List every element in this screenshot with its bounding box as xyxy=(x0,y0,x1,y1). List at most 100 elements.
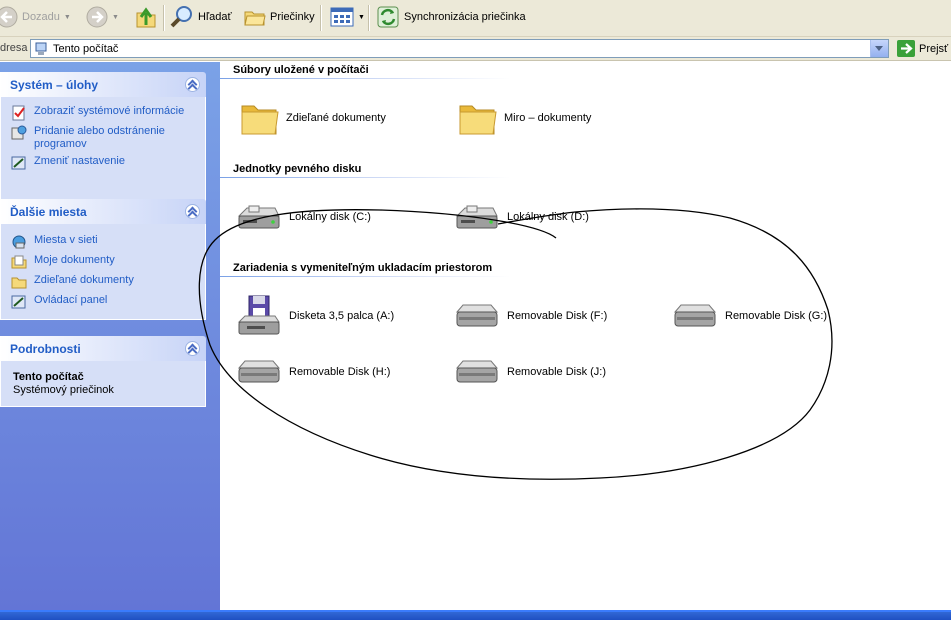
item-label: Removable Disk (G:) xyxy=(725,310,828,322)
views-button[interactable]: ▼ xyxy=(330,0,365,34)
task-label: Miesta v sieti xyxy=(34,234,98,246)
task-change-settings[interactable]: Zmeniť nastavenie xyxy=(11,155,205,171)
collapse-icon[interactable] xyxy=(185,341,200,356)
folder-icon xyxy=(11,277,27,289)
back-label: Dozadu xyxy=(22,11,60,23)
network-icon xyxy=(12,235,26,249)
drive-item[interactable]: Removable Disk (G:) xyxy=(671,302,827,330)
floppy-drive-icon xyxy=(237,295,280,335)
toolbar-separator xyxy=(163,5,165,31)
control-panel-icon xyxy=(11,295,26,309)
folder-item[interactable]: Miro – dokumenty xyxy=(458,98,591,138)
task-system-info[interactable]: Zobraziť systémové informácie xyxy=(11,105,205,121)
search-label: Hľadať xyxy=(198,11,232,23)
other-places-title: Ďalšie miesta xyxy=(10,205,87,219)
collapse-icon[interactable] xyxy=(185,204,200,219)
up-folder-icon xyxy=(136,7,156,28)
task-label: Zdieľané dokumenty xyxy=(34,274,134,286)
file-view: Súbory uložené v počítači Zdieľané dokum… xyxy=(220,62,951,610)
toolbar-separator xyxy=(320,5,322,31)
go-label: Prejsť xyxy=(919,42,949,55)
drive-item[interactable]: Removable Disk (H:) xyxy=(235,358,390,386)
chevron-down-icon[interactable]: ▼ xyxy=(358,13,365,21)
toolbar-separator xyxy=(368,5,370,31)
search-button[interactable]: Hľadať xyxy=(170,0,232,34)
system-tasks-panel: Systém – úlohy Zobraziť systémové inform… xyxy=(0,72,206,210)
group-header-removable: Zariadenia s vymeniteľným ukladacím prie… xyxy=(233,262,493,274)
chevron-down-icon[interactable]: ▼ xyxy=(112,13,119,21)
go-arrow-icon xyxy=(897,40,915,57)
other-places-header[interactable]: Ďalšie miesta xyxy=(0,199,206,224)
back-button[interactable]: Dozadu ▼ xyxy=(0,0,71,34)
my-computer-icon xyxy=(34,42,48,59)
forward-arrow-icon xyxy=(86,6,108,28)
address-dropdown-button[interactable] xyxy=(870,40,888,57)
drive-item[interactable]: Removable Disk (F:) xyxy=(453,302,607,330)
task-label: Pridanie alebo odstránenie programov xyxy=(34,125,165,150)
task-label: Zobraziť systémové informácie xyxy=(34,105,185,117)
folders-button[interactable]: Priečinky xyxy=(244,0,315,34)
other-places-panel: Ďalšie miesta Miesta v sieti Moje dokume… xyxy=(0,199,206,320)
group-divider xyxy=(220,276,510,277)
removable-disk-icon xyxy=(455,360,499,383)
details-header[interactable]: Podrobnosti xyxy=(0,336,206,361)
system-tasks-body: Zobraziť systémové informácie Pridanie a… xyxy=(0,97,206,210)
item-label: Lokálny disk (D:) xyxy=(507,211,589,223)
place-my-documents[interactable]: Moje dokumenty xyxy=(11,254,205,270)
details-item-type: Systémový priečinok xyxy=(13,384,114,396)
views-icon xyxy=(330,7,354,27)
details-panel: Podrobnosti Tento počítač Systémový prie… xyxy=(0,336,206,407)
place-network[interactable]: Miesta v sieti xyxy=(11,234,205,250)
drive-item[interactable]: Disketa 3,5 palca (A:) xyxy=(235,294,394,338)
system-tasks-header[interactable]: Systém – úlohy xyxy=(0,72,206,97)
details-body: Tento počítač Systémový priečinok xyxy=(0,361,206,407)
group-divider xyxy=(220,78,510,79)
address-input[interactable]: Tento počítač xyxy=(30,39,889,58)
toolbar: Dozadu ▼ ▼ Hľadať Priečinky xyxy=(0,0,951,37)
folder-icon xyxy=(241,105,279,135)
place-shared-documents[interactable]: Zdieľané dokumenty xyxy=(11,274,205,290)
removable-disk-icon xyxy=(455,304,499,327)
folders-icon xyxy=(244,11,266,26)
address-bar: dresa Tento počítač Prejsť xyxy=(0,37,951,61)
sync-label: Synchronizácia priečinka xyxy=(404,11,526,23)
group-header-stored-files: Súbory uložené v počítači xyxy=(233,64,369,76)
address-label: dresa xyxy=(0,42,28,54)
item-label: Zdieľané dokumenty xyxy=(286,112,386,124)
taskbar xyxy=(0,610,951,620)
chevron-down-icon[interactable]: ▼ xyxy=(63,13,71,21)
removable-disk-icon xyxy=(237,360,281,383)
go-button[interactable]: Prejsť xyxy=(897,40,948,57)
other-places-body: Miesta v sieti Moje dokumenty Zdieľané d… xyxy=(0,224,206,320)
address-value: Tento počítač xyxy=(53,43,119,55)
drive-item[interactable]: Lokálny disk (D:) xyxy=(453,202,589,232)
forward-button[interactable]: ▼ xyxy=(86,0,119,34)
item-label: Removable Disk (F:) xyxy=(507,310,608,322)
collapse-icon[interactable] xyxy=(185,77,200,92)
sync-folder-button[interactable]: Synchronizácia priečinka xyxy=(376,0,526,34)
sync-icon xyxy=(377,6,399,28)
item-label: Removable Disk (H:) xyxy=(289,366,391,378)
back-arrow-icon xyxy=(0,6,18,28)
task-label: Zmeniť nastavenie xyxy=(34,155,125,167)
add-remove-programs-icon xyxy=(11,125,27,140)
item-label: Lokálny disk (C:) xyxy=(289,211,371,223)
details-item-name: Tento počítač xyxy=(13,371,84,383)
drive-item[interactable]: Lokálny disk (C:) xyxy=(235,202,371,232)
place-control-panel[interactable]: Ovládací panel xyxy=(11,294,205,310)
search-icon xyxy=(170,6,192,28)
item-label: Disketa 3,5 palca (A:) xyxy=(289,310,395,322)
up-folder-button[interactable] xyxy=(135,0,157,34)
documents-icon xyxy=(11,255,27,269)
task-add-remove-programs[interactable]: Pridanie alebo odstránenie programov xyxy=(11,125,205,151)
folders-label: Priečinky xyxy=(270,11,315,23)
item-label: Removable Disk (J:) xyxy=(507,366,607,378)
system-info-icon xyxy=(12,105,25,121)
drive-item[interactable]: Removable Disk (J:) xyxy=(453,358,606,386)
item-label: Miro – dokumenty xyxy=(504,112,592,124)
folder-item[interactable]: Zdieľané dokumenty xyxy=(240,98,386,138)
hard-drive-icon xyxy=(455,205,498,229)
group-divider xyxy=(220,177,510,178)
control-panel-icon xyxy=(11,156,26,170)
removable-disk-icon xyxy=(673,304,717,327)
